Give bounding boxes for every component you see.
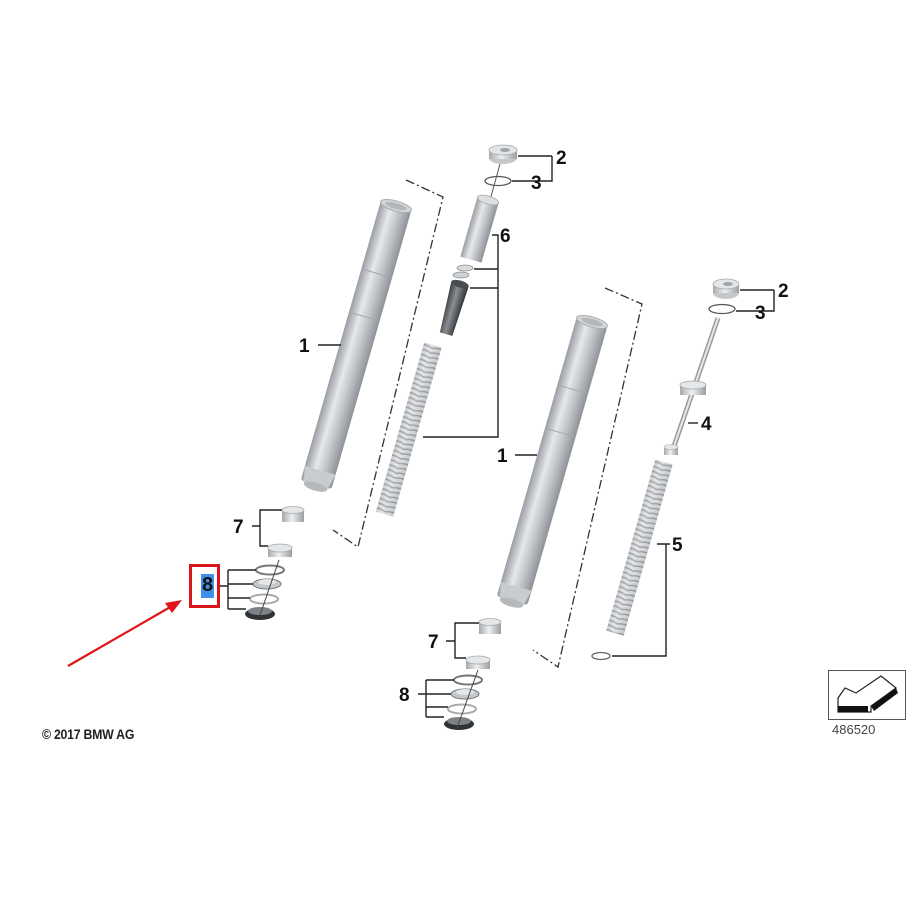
- left-top-cap: [488, 144, 518, 164]
- left-spacer-lower: [267, 543, 293, 557]
- left-leader-7: [252, 509, 282, 547]
- callout-right-1[interactable]: 1: [497, 446, 508, 467]
- right-fork-tube: [497, 314, 608, 608]
- callout-left-7[interactable]: 7: [233, 517, 244, 538]
- right-leader-5: [612, 543, 670, 657]
- left-small-washer: [452, 264, 474, 279]
- highlight-box: [189, 564, 220, 608]
- left-washer-2: [252, 578, 282, 590]
- callout-right-7[interactable]: 7: [428, 632, 439, 653]
- left-leader-8: [220, 569, 256, 610]
- right-lower-center-line: [456, 669, 479, 729]
- right-washer-3: [447, 703, 477, 715]
- left-o-ring: [484, 175, 512, 187]
- right-leader-7: [446, 622, 479, 659]
- diagram-number: 486520: [832, 722, 876, 737]
- annotation-arrow: [67, 600, 182, 667]
- right-tube-bracket: [532, 287, 643, 669]
- callout-right-8[interactable]: 8: [399, 685, 410, 706]
- right-leader-8: [418, 679, 454, 718]
- callout-right-5[interactable]: 5: [672, 535, 683, 556]
- copyright-text: © 2017 BMW AG: [42, 726, 135, 742]
- left-center-line: [489, 163, 501, 201]
- left-tube-bracket: [332, 179, 444, 549]
- callout-left-6[interactable]: 6: [500, 226, 511, 247]
- text-selection: [201, 574, 214, 598]
- left-leader-6: [423, 234, 499, 438]
- left-seal: [245, 607, 275, 620]
- callout-left-1[interactable]: 1: [299, 336, 310, 357]
- right-fork-spring: [606, 459, 673, 636]
- callout-left-2[interactable]: 2: [556, 148, 567, 169]
- arrow-navigation-icon[interactable]: [837, 675, 898, 713]
- right-spring-washer: [591, 651, 611, 661]
- right-o-ring: [708, 303, 736, 315]
- left-washer-1: [255, 564, 285, 576]
- right-top-cap: [712, 278, 740, 299]
- left-damper-tube: [460, 194, 500, 263]
- left-fork-spring: [375, 342, 442, 517]
- right-washer-2: [450, 688, 480, 700]
- callout-right-2[interactable]: 2: [778, 281, 789, 302]
- left-damper-plunger: [439, 279, 469, 336]
- right-spacer-upper: [478, 618, 502, 634]
- callout-left-8[interactable]: 8: [201, 574, 214, 596]
- left-spacer-upper: [281, 506, 305, 522]
- callout-right-3[interactable]: 3: [755, 303, 766, 324]
- right-spacer-lower: [465, 655, 491, 669]
- right-rod-nut: [663, 444, 679, 455]
- callout-right-4[interactable]: 4: [701, 414, 712, 435]
- callout-left-3[interactable]: 3: [531, 173, 542, 194]
- right-washer-1: [453, 674, 483, 686]
- right-leader-2-3: [736, 289, 775, 312]
- right-rod-bushing: [679, 380, 707, 395]
- left-leader-2-3: [512, 155, 553, 182]
- right-seal: [444, 717, 474, 730]
- left-fork-tube: [301, 198, 412, 492]
- left-lower-center-line: [258, 559, 280, 619]
